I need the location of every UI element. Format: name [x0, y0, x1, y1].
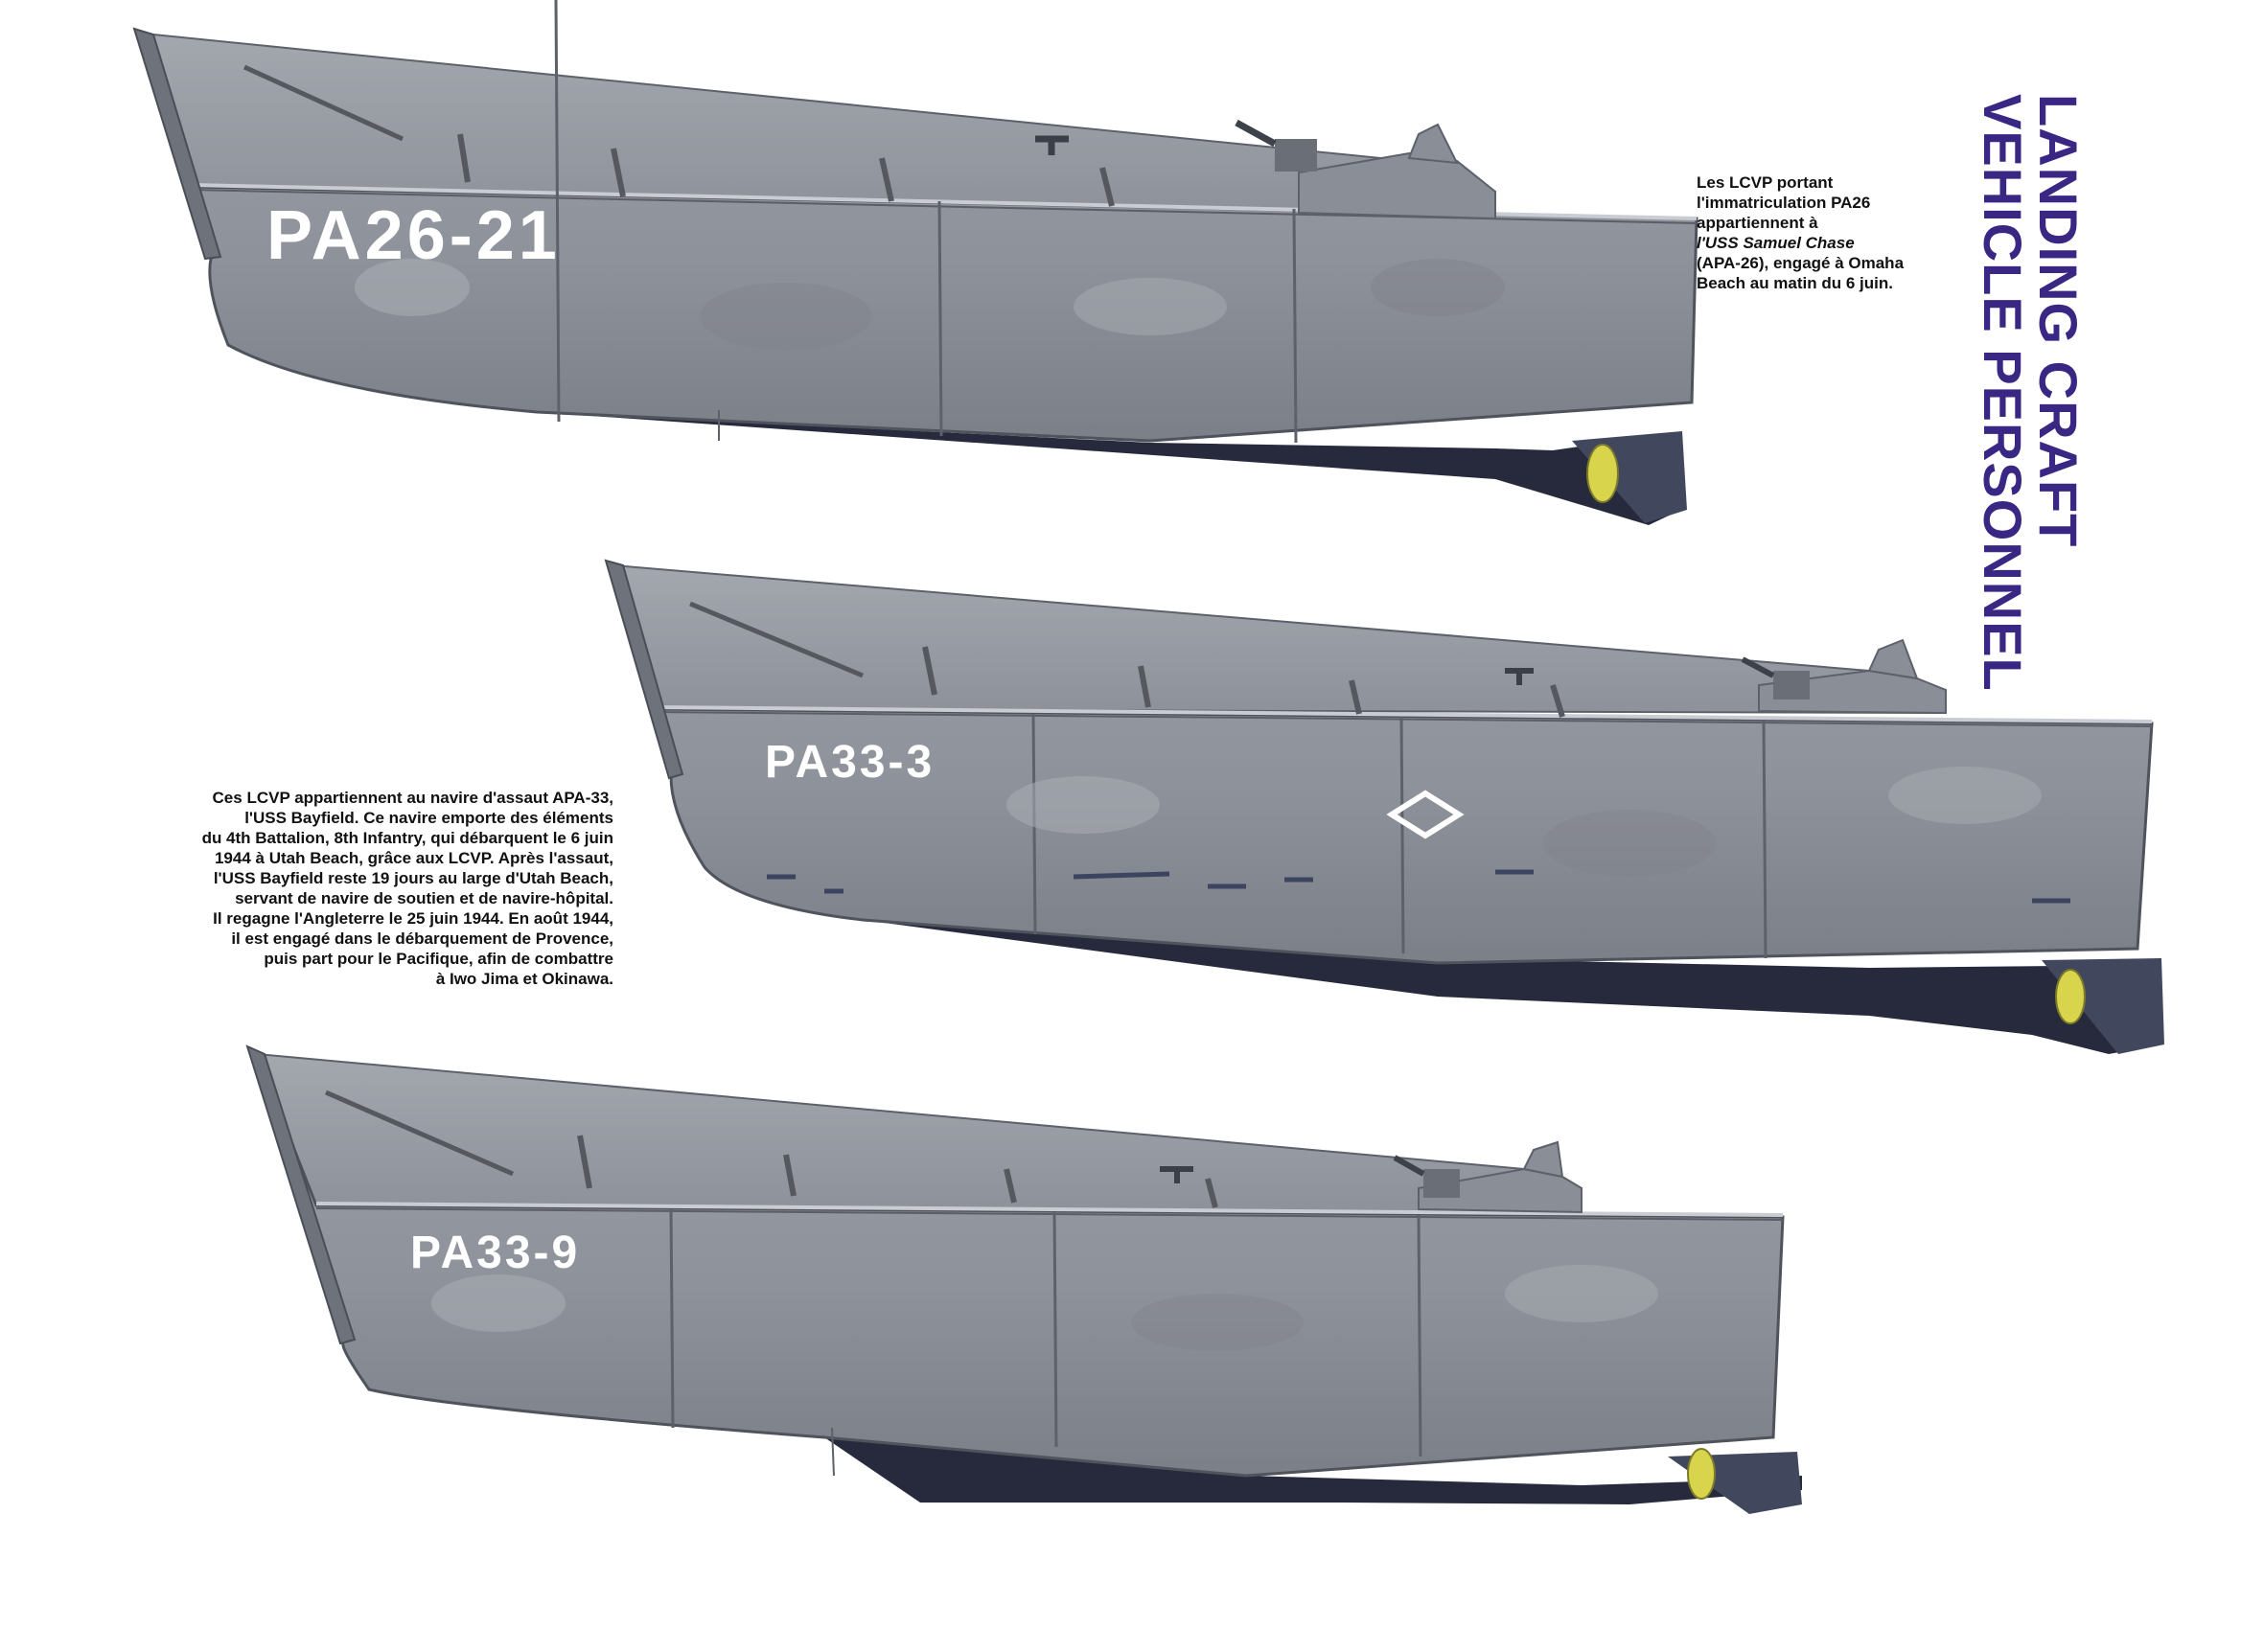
caption-pa33-line: à Iwo Jima et Okinawa. [435, 970, 613, 988]
caption-pa33-line: l'USS Bayfield. Ce navire emporte des él… [244, 809, 613, 827]
caption-pa26-line: l'immatriculation PA26 [1697, 194, 1871, 212]
caption-pa26-line: l'USS Samuel Chase [1697, 234, 1855, 252]
caption-pa33-line: l'USS Bayfield reste 19 jours au large d… [213, 869, 613, 887]
caption-pa33-line: 1944 à Utah Beach, grâce aux LCVP. Après… [214, 849, 613, 867]
registration-pa33-3: PA33-3 [765, 737, 936, 788]
caption-pa33-line: Il regagne l'Angleterre le 25 juin 1944.… [213, 909, 613, 928]
title-line-1: LANDING CRAFT [2028, 94, 2089, 548]
caption-pa33-line: servant de navire de soutien et de navir… [235, 889, 613, 907]
caption-pa26: Les LCVP portant l'immatriculation PA26 … [1697, 172, 1955, 293]
boat-pa33-3 [604, 559, 2164, 1054]
boat-pa33-9 [245, 1044, 1802, 1514]
page-title: LANDING CRAFT VEHICLE PERSONNEL [1942, 94, 2089, 692]
registration-pa33-9: PA33-9 [410, 1228, 581, 1278]
boat-pa26-21 [132, 0, 1698, 525]
caption-pa33-line: puis part pour le Pacifique, afin de com… [264, 950, 613, 968]
caption-pa33-line: du 4th Battalion, 8th Infantry, qui déba… [201, 829, 613, 847]
caption-pa33-line: Ces LCVP appartiennent au navire d'assau… [212, 789, 613, 807]
caption-pa26-line: appartiennent à [1697, 214, 1818, 232]
title-line-2: VEHICLE PERSONNEL [1973, 94, 2033, 692]
caption-pa33: Ces LCVP appartiennent au navire d'assau… [115, 788, 613, 989]
caption-pa26-line: (APA-26), engagé à Omaha [1697, 254, 1905, 272]
caption-pa26-line: Beach au matin du 6 juin. [1697, 274, 1893, 292]
registration-pa26-21: PA26-21 [266, 197, 561, 274]
caption-pa26-line: Les LCVP portant [1697, 173, 1834, 192]
caption-pa33-line: il est engagé dans le débarquement de Pr… [231, 929, 613, 948]
